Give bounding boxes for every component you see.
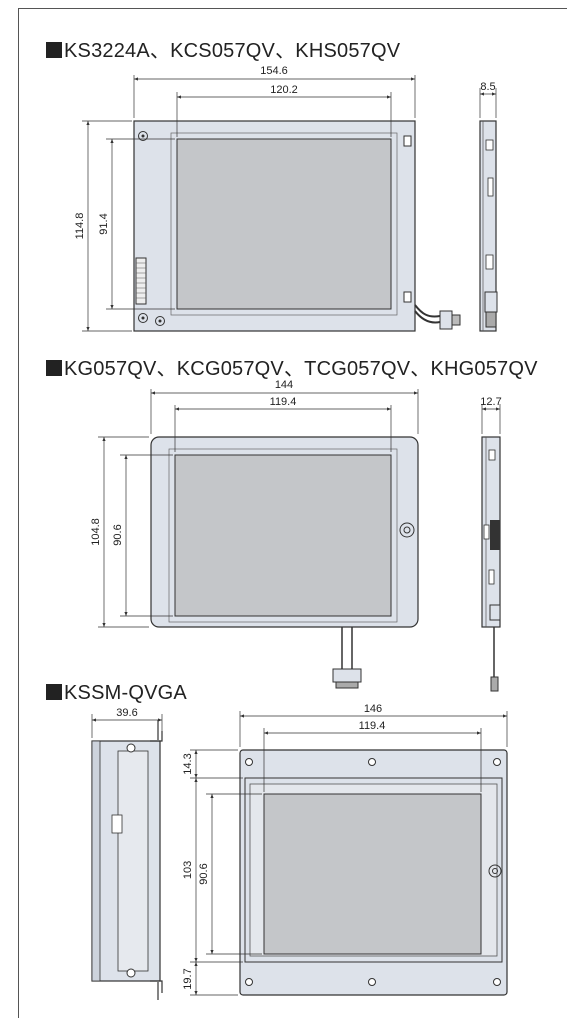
svg-text:39.6: 39.6 <box>116 707 137 719</box>
svg-text:90.6: 90.6 <box>112 524 124 545</box>
panel-1-side <box>479 120 498 332</box>
svg-text:119.4: 119.4 <box>359 720 386 732</box>
svg-text:119.4: 119.4 <box>270 396 297 408</box>
svg-text:144: 144 <box>275 379 293 391</box>
section-1-heading: KS3224A、KCS057QV、KHS057QV <box>46 34 400 63</box>
panel-3-side <box>91 720 163 1000</box>
section-1-drawing: 154.6 120.2 114.8 91.4 <box>74 65 498 332</box>
dim-1-active-height: 91.4 <box>98 138 175 310</box>
svg-text:120.2: 120.2 <box>270 84 298 96</box>
dim-3-active-height: 90.6 <box>198 793 262 955</box>
dim-3-depth: 39.6 <box>91 707 163 738</box>
dim-3-top-margin: 14.3 <box>182 749 243 779</box>
dim-3-outer-width: 146 <box>239 703 508 747</box>
square-bullet-icon <box>46 42 62 58</box>
svg-text:103: 103 <box>182 861 194 879</box>
dim-1-active-width: 120.2 <box>176 84 392 137</box>
panel-1-front <box>133 120 461 332</box>
svg-text:154.6: 154.6 <box>260 65 288 77</box>
drawing-frame <box>18 8 567 1018</box>
dim-2-active-height: 90.6 <box>112 454 173 617</box>
square-bullet-icon <box>46 360 62 376</box>
svg-text:104.8: 104.8 <box>90 518 102 546</box>
section-3-drawing: 39.6 146 119.4 <box>91 703 508 1000</box>
svg-text:12.7: 12.7 <box>480 396 501 408</box>
dim-3-outer-height: 103 <box>182 778 243 963</box>
dim-2-outer-width: 144 <box>150 379 419 434</box>
dim-1-outer-width: 154.6 <box>133 65 416 118</box>
section-3-heading: KSSM-QVGA <box>46 682 187 705</box>
svg-text:8.5: 8.5 <box>480 81 495 93</box>
svg-text:14.3: 14.3 <box>182 753 194 774</box>
svg-text:90.6: 90.6 <box>198 863 210 884</box>
dim-3-active-width: 119.4 <box>263 720 482 792</box>
dim-3-bottom-margin: 19.7 <box>182 962 238 996</box>
dim-1-depth: 8.5 <box>479 81 497 118</box>
svg-text:19.7: 19.7 <box>182 968 194 989</box>
section-2-drawing: 144 119.4 104.8 90.6 <box>90 379 502 692</box>
dim-2-outer-height: 104.8 <box>90 436 149 628</box>
dim-2-active-width: 119.4 <box>174 396 392 452</box>
dim-1-outer-height: 114.8 <box>74 120 132 332</box>
section-2-heading: KG057QV、KCG057QV、TCG057QV、KHG057QV <box>46 352 538 381</box>
panel-2-side <box>481 436 501 692</box>
svg-text:91.4: 91.4 <box>98 213 110 234</box>
panel-3-front <box>239 749 508 996</box>
square-bullet-icon <box>46 684 62 700</box>
dim-2-depth: 12.7 <box>480 396 502 434</box>
panel-2-front <box>150 436 419 689</box>
svg-text:114.8: 114.8 <box>74 213 86 240</box>
svg-text:146: 146 <box>364 703 382 715</box>
